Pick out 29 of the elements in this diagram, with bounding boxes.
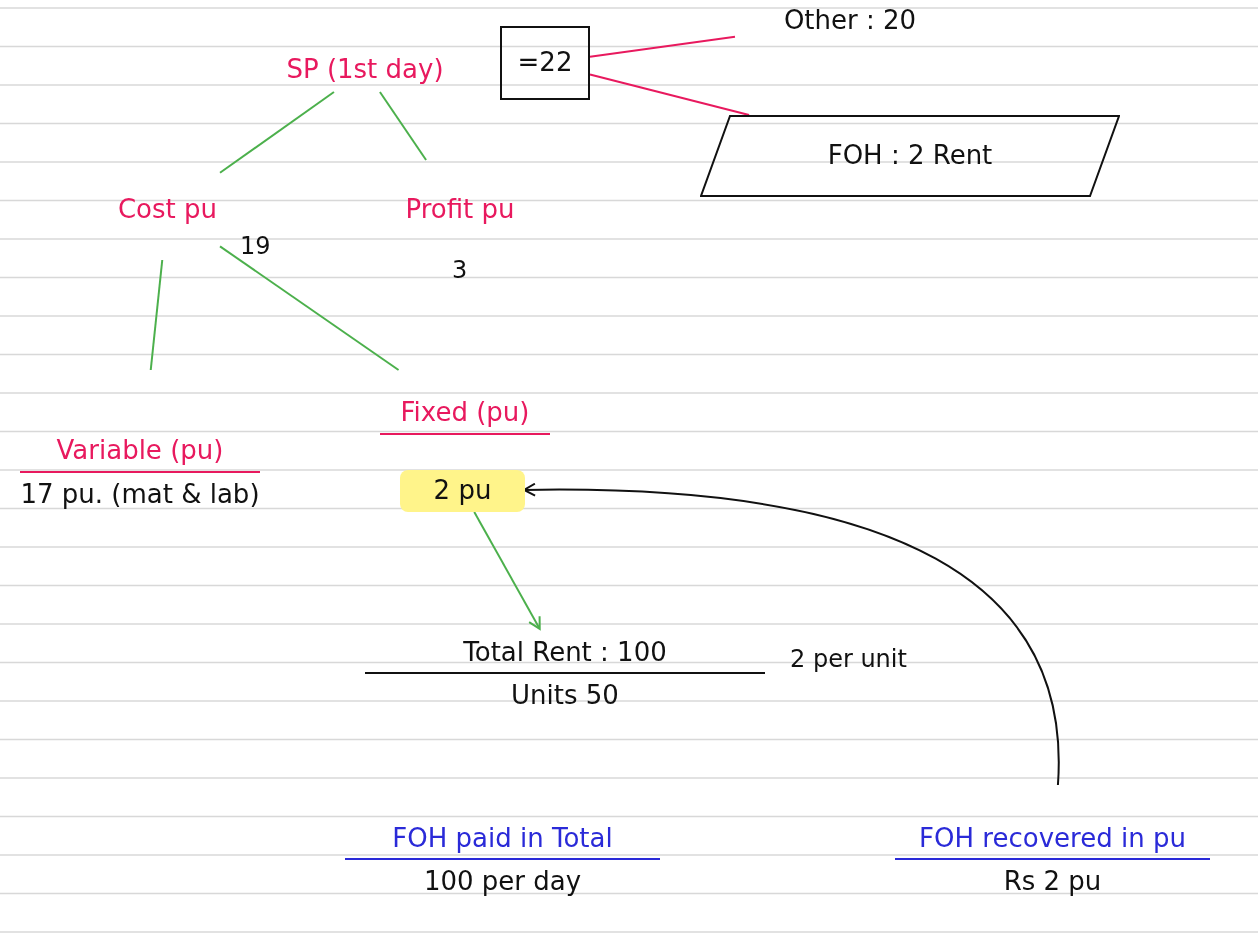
arrow [523, 482, 1059, 786]
highlighted-value [400, 470, 525, 512]
connector-line [378, 91, 428, 161]
node-label: SP (1st day) [286, 54, 444, 86]
heading-text: Fixed (pu) [380, 397, 550, 435]
side-note: 2 per unit [790, 645, 907, 673]
side-note: 3 [452, 256, 468, 284]
connector-line [589, 35, 736, 58]
connector-line [219, 245, 400, 371]
value-text: Units 50 [511, 679, 619, 712]
node-label: Cost pu [117, 194, 218, 226]
connector-line [589, 73, 751, 116]
node-label: Other : 20 [783, 5, 917, 37]
connector-line [149, 259, 164, 371]
node-label: 2 pu [433, 475, 492, 507]
heading-text: FOH paid in Total [345, 822, 660, 860]
heading-text: FOH recovered in pu [895, 822, 1210, 860]
node-label: Profit pu [405, 194, 515, 226]
node-label: FOH : 2 Rent [827, 140, 993, 172]
arrow [473, 511, 541, 630]
connector-line [219, 91, 335, 174]
value-text: Rs 2 pu [1003, 865, 1102, 898]
heading-text: Total Rent : 100 [365, 636, 765, 674]
side-note: 19 [240, 232, 271, 260]
value-box [500, 26, 590, 100]
value-text: 17 pu. (mat & lab) [20, 477, 260, 510]
value-text: 100 per day [423, 865, 582, 898]
heading-text: Variable (pu) [20, 435, 260, 473]
node-label: =22 [517, 47, 573, 79]
